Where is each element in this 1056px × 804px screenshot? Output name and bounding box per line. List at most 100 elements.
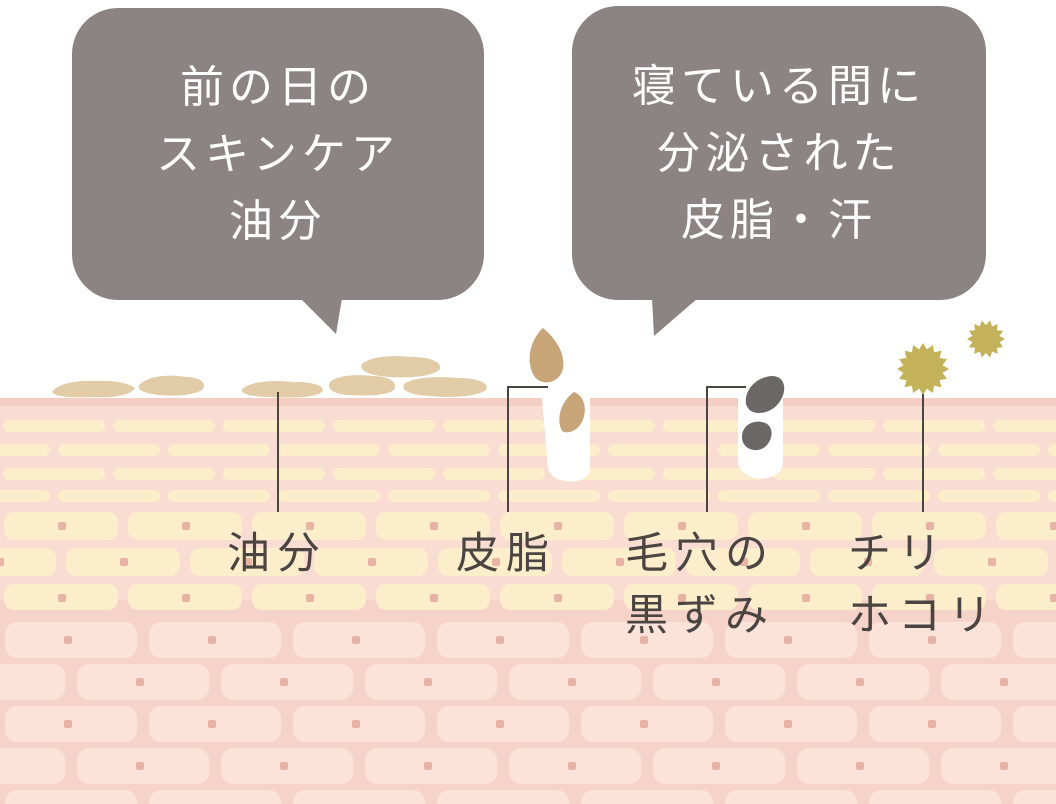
- label-line: 油分: [227, 529, 327, 579]
- cell-nucleus: [352, 636, 360, 644]
- bubble-text-line: 皮脂・汗: [681, 194, 877, 246]
- sebum-drop: [529, 328, 564, 383]
- skin-cell: [1013, 706, 1056, 742]
- skin-cell: [293, 790, 425, 804]
- skin-cell: [333, 468, 435, 480]
- skin-cell: [388, 444, 490, 456]
- skin-cell: [773, 468, 875, 480]
- cell-nucleus: [280, 678, 288, 686]
- cell-nucleus: [58, 522, 66, 530]
- bubble-tails: [300, 298, 698, 336]
- skin-cell: [223, 468, 325, 480]
- cell-nucleus: [280, 762, 288, 770]
- cell-nucleus: [856, 678, 864, 686]
- cell-nucleus: [712, 762, 720, 770]
- skin-cell: [941, 664, 1056, 700]
- label-dust: チリ ホコリ: [848, 523, 998, 647]
- cell-nucleus: [740, 558, 748, 566]
- oil-flake: [52, 380, 135, 398]
- cell-nucleus: [926, 522, 934, 530]
- skin-cell: [443, 468, 545, 480]
- oil-flake: [403, 377, 487, 397]
- skin-cell: [608, 444, 710, 456]
- cell-nucleus: [988, 558, 996, 566]
- cell-nucleus: [306, 522, 314, 530]
- cell-nucleus: [616, 558, 624, 566]
- skin-cell: [58, 490, 160, 502]
- skin-cell: [773, 420, 875, 432]
- sebum-drops: [529, 328, 585, 433]
- cell-nucleus: [306, 594, 314, 602]
- blackhead: [742, 421, 772, 451]
- dust-particle: [967, 320, 1005, 358]
- oil-flake: [241, 381, 323, 398]
- cell-nucleus: [182, 594, 190, 602]
- skin-cell: [437, 790, 569, 804]
- cell-nucleus: [430, 594, 438, 602]
- label-oil: 油分: [227, 523, 327, 585]
- skin-cell: [498, 490, 600, 502]
- bubble-left-tail: [300, 298, 342, 334]
- skin-cell: [993, 468, 1056, 480]
- skin-cell: [443, 420, 545, 432]
- oil-flakes: [52, 356, 487, 398]
- skin-cell: [278, 490, 380, 502]
- dust-particle: [897, 343, 949, 395]
- skin-cell: [869, 790, 1001, 804]
- cell-nucleus: [568, 678, 576, 686]
- skin-cell: [1013, 790, 1056, 804]
- pore-leader-line: [706, 386, 746, 512]
- label-line: ホコリ: [848, 591, 998, 641]
- skin-cell: [3, 420, 105, 432]
- skin-cell: [718, 490, 820, 502]
- cell-nucleus: [136, 678, 144, 686]
- cell-nucleus: [784, 720, 792, 728]
- skin-cell: [828, 444, 930, 456]
- skin-cell: [0, 664, 65, 700]
- cell-nucleus: [864, 558, 872, 566]
- cell-nucleus: [784, 636, 792, 644]
- speech-bubble-night-secretion: 寝ている間に 分泌された 皮脂・汗: [572, 6, 986, 300]
- skin-cell: [993, 420, 1056, 432]
- skin-cell: [58, 444, 160, 456]
- cell-nucleus: [712, 678, 720, 686]
- cell-nucleus: [1000, 762, 1008, 770]
- cell-nucleus: [554, 522, 562, 530]
- skin-cell: [113, 468, 215, 480]
- label-sebum: 皮脂: [456, 523, 556, 585]
- bubble-text-line: 前の日の: [180, 61, 376, 113]
- cell-nucleus: [120, 558, 128, 566]
- label-line: 黒ずみ: [625, 591, 775, 641]
- cell-nucleus: [0, 558, 4, 566]
- skin-cell: [223, 420, 325, 432]
- cell-nucleus: [430, 522, 438, 530]
- cell-nucleus: [928, 636, 936, 644]
- skin-cell: [149, 790, 281, 804]
- dust-particles: [897, 320, 1005, 395]
- bubble-right-tail: [652, 298, 698, 336]
- skin-cell: [5, 790, 137, 804]
- skin-cell: [828, 490, 930, 502]
- skin-cell: [1048, 444, 1056, 456]
- label-line: 毛穴の: [625, 529, 775, 579]
- cell-nucleus: [1000, 678, 1008, 686]
- leader-lines: [277, 386, 924, 512]
- skin-cell: [996, 584, 1056, 610]
- skin-cell: [0, 548, 56, 576]
- cell-nucleus: [368, 558, 376, 566]
- blackheads: [742, 376, 785, 451]
- sebum-drop: [559, 392, 585, 433]
- oil-flake: [328, 375, 396, 396]
- skin-cell: [941, 748, 1056, 784]
- cell-nucleus: [136, 762, 144, 770]
- skin-cell: [938, 490, 1040, 502]
- skin-cell: [608, 490, 710, 502]
- label-line: 皮脂: [456, 529, 556, 579]
- bubble-text-line: 分泌された: [656, 127, 902, 179]
- skin-cell: [113, 420, 215, 432]
- cell-nucleus: [64, 720, 72, 728]
- skin-cell: [168, 490, 270, 502]
- speech-bubble-previous-skincare: 前の日の スキンケア 油分: [72, 8, 484, 300]
- cell-nucleus: [182, 522, 190, 530]
